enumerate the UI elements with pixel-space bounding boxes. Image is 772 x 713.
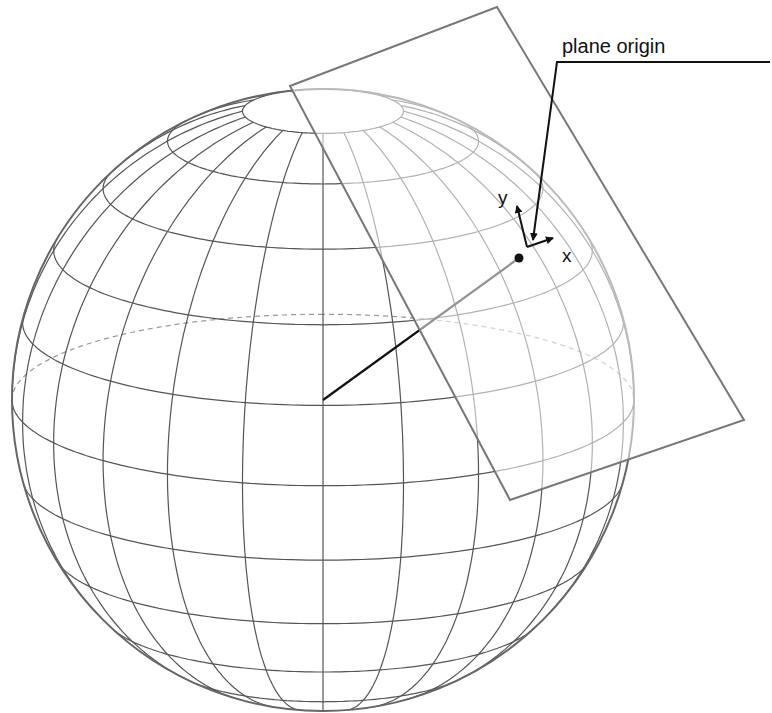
callout-label: plane origin [562, 36, 665, 56]
grid-line [322, 133, 323, 711]
x-axis-arrow [527, 238, 553, 247]
grid-line [103, 127, 266, 700]
leader-line [533, 62, 770, 240]
grid-line [194, 100, 254, 117]
axis-label: x [562, 246, 572, 265]
y-axis-arrow [517, 206, 527, 247]
grid-line [243, 133, 303, 710]
axis-label: y [498, 188, 508, 207]
grid-line [54, 122, 254, 680]
grid-line [23, 117, 246, 614]
origin-dot [515, 254, 524, 263]
tangent-plane [290, 7, 744, 500]
grid-line [168, 130, 283, 707]
